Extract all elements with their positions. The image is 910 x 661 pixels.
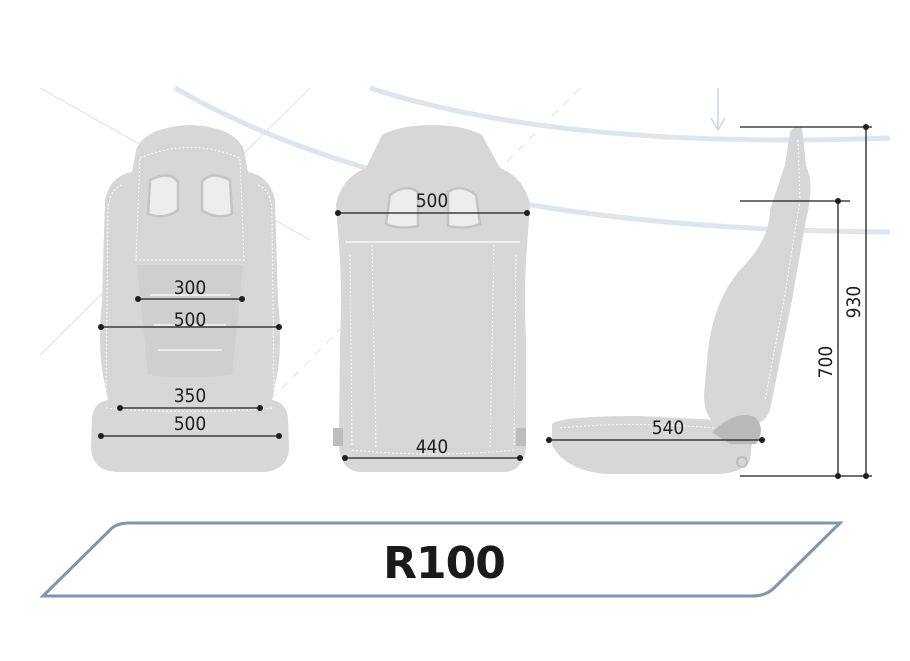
front-dim-350: 350: [174, 385, 207, 407]
back-view: 500 440: [333, 125, 530, 472]
side-view: 540 700 930: [546, 124, 872, 479]
model-title: R100: [383, 538, 505, 589]
front-dim-300: 300: [174, 277, 207, 299]
front-seat-center: [137, 265, 243, 378]
side-seat-back: [704, 126, 811, 426]
back-dim-440: 440: [416, 436, 449, 458]
banner-frame: [39, 521, 844, 598]
back-dim-500: 500: [416, 190, 449, 212]
front-view: 300 500 350 500: [91, 125, 289, 472]
side-dim-700: 700: [815, 346, 837, 379]
side-seat-cushion: [552, 416, 752, 474]
side-dim-540: 540: [652, 417, 685, 439]
title-banner: R100: [39, 521, 844, 598]
side-dim-930: 930: [843, 286, 865, 319]
right-bracket: [516, 428, 526, 446]
side-seat-pivot: [712, 415, 761, 444]
back-seat-shell: [336, 125, 530, 472]
left-bracket: [333, 428, 343, 446]
front-dim-500-upper: 500: [174, 309, 207, 331]
arrow-head-icon: [710, 117, 726, 132]
front-dim-500-lower: 500: [174, 413, 207, 435]
